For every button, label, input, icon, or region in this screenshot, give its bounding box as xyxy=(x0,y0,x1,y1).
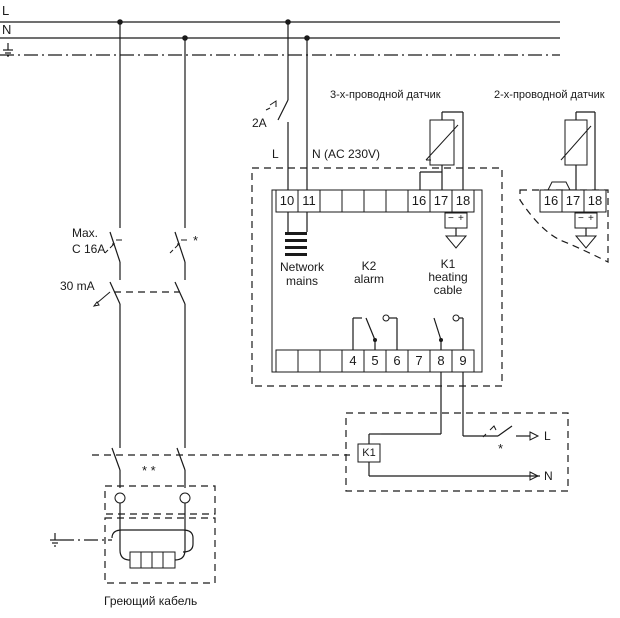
supply-n-label: N (AC 230V) xyxy=(312,147,381,161)
rcd-test-arrow-icon xyxy=(92,291,111,307)
network-label-line2: mains xyxy=(285,274,318,288)
k1-label-line1: K1 xyxy=(440,257,456,271)
transformer-icon xyxy=(285,212,308,256)
terminal-label: 17 xyxy=(433,193,449,208)
top-terminal-strip xyxy=(275,189,475,213)
terminal-ring xyxy=(179,492,191,504)
contactor-n-label: N xyxy=(544,469,553,483)
earth-icon xyxy=(3,43,13,57)
breaker-label-line2: C 16A xyxy=(72,242,106,256)
rcd-label: 30 mA xyxy=(60,279,95,293)
terminal-label: 10 xyxy=(279,193,295,208)
terminal-label: 7 xyxy=(415,353,423,368)
supply-l-label: L xyxy=(272,147,279,161)
k2-label-line1: K2 xyxy=(361,259,377,273)
arrow-icon xyxy=(529,471,540,481)
terminal-label: 11 xyxy=(302,193,316,208)
k1-label-line2: heating xyxy=(428,270,468,284)
sensor-2wire-icon xyxy=(519,111,609,263)
terminal-label: 16 xyxy=(411,193,427,208)
breaker-asterisk: * xyxy=(193,233,199,248)
rcd-contact-icon xyxy=(109,281,121,305)
network-label-line1: Network xyxy=(279,260,324,274)
terminal-label: 9 xyxy=(459,353,467,368)
external-switch-icon xyxy=(463,425,540,441)
bottom-terminal-strip xyxy=(275,349,475,373)
k1-label-line3: cable xyxy=(433,283,463,297)
terminal-label: 8 xyxy=(437,353,445,368)
contactor-enclosure xyxy=(345,412,569,492)
terminal-ring xyxy=(114,492,126,504)
breaker-switch-icon xyxy=(104,231,122,263)
probe-icon xyxy=(444,212,468,249)
breaker-switch-icon xyxy=(169,231,187,263)
relay-enclosure xyxy=(251,167,503,387)
probe-minus: − xyxy=(578,213,584,224)
k2-label-line2: alarm xyxy=(353,272,384,286)
rcd-contact-icon xyxy=(174,281,186,305)
contactor-contact-icon xyxy=(111,447,121,471)
terminal-label: 18 xyxy=(455,193,471,208)
sensor-3wire-title: 3-х-проводной датчик xyxy=(330,89,441,101)
probe-plus: + xyxy=(588,213,594,224)
bus-l-label: L xyxy=(2,3,10,18)
external-switch-asterisk: * xyxy=(498,441,504,456)
heating-cable-box xyxy=(104,517,216,584)
contactor-coil-label: K1 xyxy=(362,447,376,459)
k2-relay-contact-icon xyxy=(352,314,398,350)
breaker-label-line1: Max. xyxy=(72,226,99,240)
contactor-l-label: L xyxy=(544,429,551,443)
terminal-label: 4 xyxy=(349,353,357,368)
terminal-label: 16 xyxy=(543,193,559,208)
terminal-label: 6 xyxy=(393,353,401,368)
fuse-icon xyxy=(265,22,289,190)
sensor-3wire-icon xyxy=(419,111,464,190)
contactor-asterisks: * * xyxy=(142,463,156,478)
contactor-contact-icon xyxy=(176,447,186,471)
sensor-2wire-title: 2-х-проводной датчик xyxy=(494,89,605,101)
terminal-label: 5 xyxy=(371,353,379,368)
terminal-label: 18 xyxy=(587,193,603,208)
probe-plus: + xyxy=(458,213,464,224)
probe-minus: − xyxy=(448,213,454,224)
terminal-label: 17 xyxy=(565,193,581,208)
junction-box xyxy=(104,485,216,515)
k1-relay-contact-icon xyxy=(433,314,464,350)
fuse-label: 2A xyxy=(252,116,267,130)
earth-icon xyxy=(50,533,60,547)
heating-cable-caption: Греющий кабель xyxy=(104,594,198,608)
bus-n-label: N xyxy=(2,22,12,37)
heating-cable-icon xyxy=(60,529,194,569)
